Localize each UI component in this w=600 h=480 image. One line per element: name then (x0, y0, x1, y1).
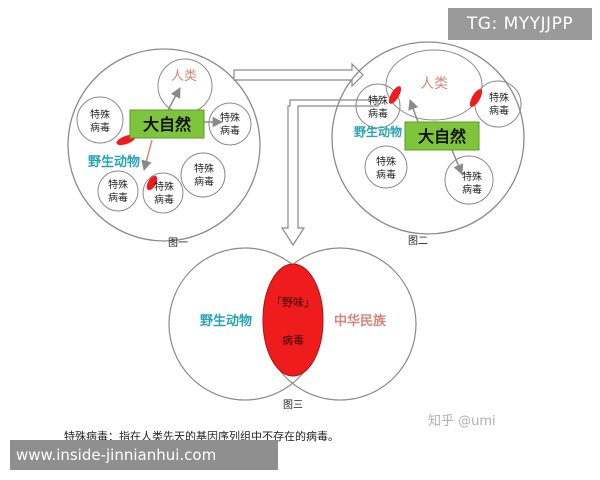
fig2-red-spot-2 (469, 89, 483, 107)
fig1-virus-3-line1: 特殊 (194, 162, 214, 175)
site-url-banner: www.inside-jinnianhui.com (10, 440, 278, 470)
fig2-virus-circle-2 (474, 80, 522, 128)
fig2-outer-circle (331, 41, 525, 235)
tg-banner: TG: MYYJJPP (448, 8, 592, 40)
fig1-virus-circle-2 (208, 102, 252, 146)
fig1-virus-4-line1: 特殊 (108, 178, 128, 191)
fig2-nature-box (404, 121, 480, 151)
fig1-nature-label: 大自然 (143, 115, 191, 134)
fig2-virus-3-line2: 病毒 (376, 168, 396, 181)
fig1-virus-circle-1 (76, 96, 124, 144)
fig2-virus-1-line2: 病毒 (368, 107, 388, 120)
fig1-virus-2-line1: 特殊 (220, 111, 240, 124)
down-hollow-arrow (280, 99, 379, 247)
fig1-outer-circle (67, 48, 261, 242)
fig1-arrow-human (167, 87, 181, 111)
fig1-virus-1-line2: 病毒 (90, 121, 110, 134)
fig1-arrow-down (141, 139, 153, 172)
fig1-virus-1-line1: 特殊 (90, 108, 110, 121)
fig1-virus-4-line2: 病毒 (108, 191, 128, 204)
fig1-virus-circle-5 (142, 172, 184, 214)
fig1-virus-3-line2: 病毒 (194, 175, 214, 188)
fig1-virus-circle-4 (97, 170, 139, 212)
fig2-virus-4-line1: 特殊 (462, 170, 482, 183)
figure-one: 大自然 人类 野生动物 特殊 病毒 特殊 病毒 特殊 病毒 特殊 病毒 特殊 病… (67, 48, 261, 249)
fig3-virus-label: 病毒 (282, 333, 304, 347)
fig2-virus-circle-1 (355, 83, 401, 129)
fig3-caption: 图三 (283, 399, 303, 411)
fig2-nature-label: 大自然 (418, 127, 466, 146)
fig2-virus-circle-4 (444, 155, 494, 205)
fig2-human-label: 人类 (420, 76, 448, 92)
fig3-red-overlap (262, 263, 324, 377)
fig1-wild-animals-label: 野生动物 (88, 154, 140, 170)
fig2-virus-4-line2: 病毒 (462, 183, 482, 196)
fig1-virus-5-line2: 病毒 (154, 193, 174, 206)
footnote: 特殊病毒：指在人类先天的基因序列组中不存在的病毒。 (64, 430, 339, 443)
fig1-human-label: 人类 (171, 69, 197, 84)
zhihu-watermark: 知乎 @umi (428, 414, 496, 429)
fig2-virus-circle-3 (364, 145, 408, 189)
fig2-virus-2-line2: 病毒 (489, 104, 509, 117)
fig1-caption: 图一 (168, 237, 188, 249)
fig3-wild-animals-label: 野生动物 (200, 313, 252, 329)
fig2-virus-2-line1: 特殊 (489, 91, 509, 104)
figure-three: 野生动物 中华民族 「野味」 病毒 图三 (168, 247, 417, 411)
fig2-wild-animals-label: 野生动物 (354, 124, 402, 139)
fig1-red-spot-2 (146, 175, 158, 191)
fig2-caption: 图二 (408, 235, 428, 247)
fig1-virus-2-line2: 病毒 (220, 124, 240, 137)
figure-two: 大自然 人类 野生动物 特殊 病毒 特殊 病毒 特殊 病毒 特殊 病毒 图二 (331, 41, 525, 247)
fig1-nature-box (129, 109, 205, 139)
fig1-virus-circle-3 (180, 152, 226, 198)
fig2-arrow-down-right (451, 149, 464, 175)
fig2-red-spot-1 (388, 86, 402, 104)
fig1-virus-5-line1: 特殊 (154, 180, 174, 193)
fig2-arrow-up (408, 99, 419, 123)
right-hollow-arrow (233, 62, 364, 88)
fig3-wildflavor-label: 「野味」 (271, 296, 315, 309)
connector-arrows (233, 62, 379, 247)
fig2-virus-1-line1: 特殊 (368, 94, 388, 107)
fig3-chinese-nation-label: 中华民族 (334, 313, 387, 329)
fig2-virus-3-line1: 特殊 (376, 155, 396, 168)
fig1-human-circle (157, 58, 213, 114)
